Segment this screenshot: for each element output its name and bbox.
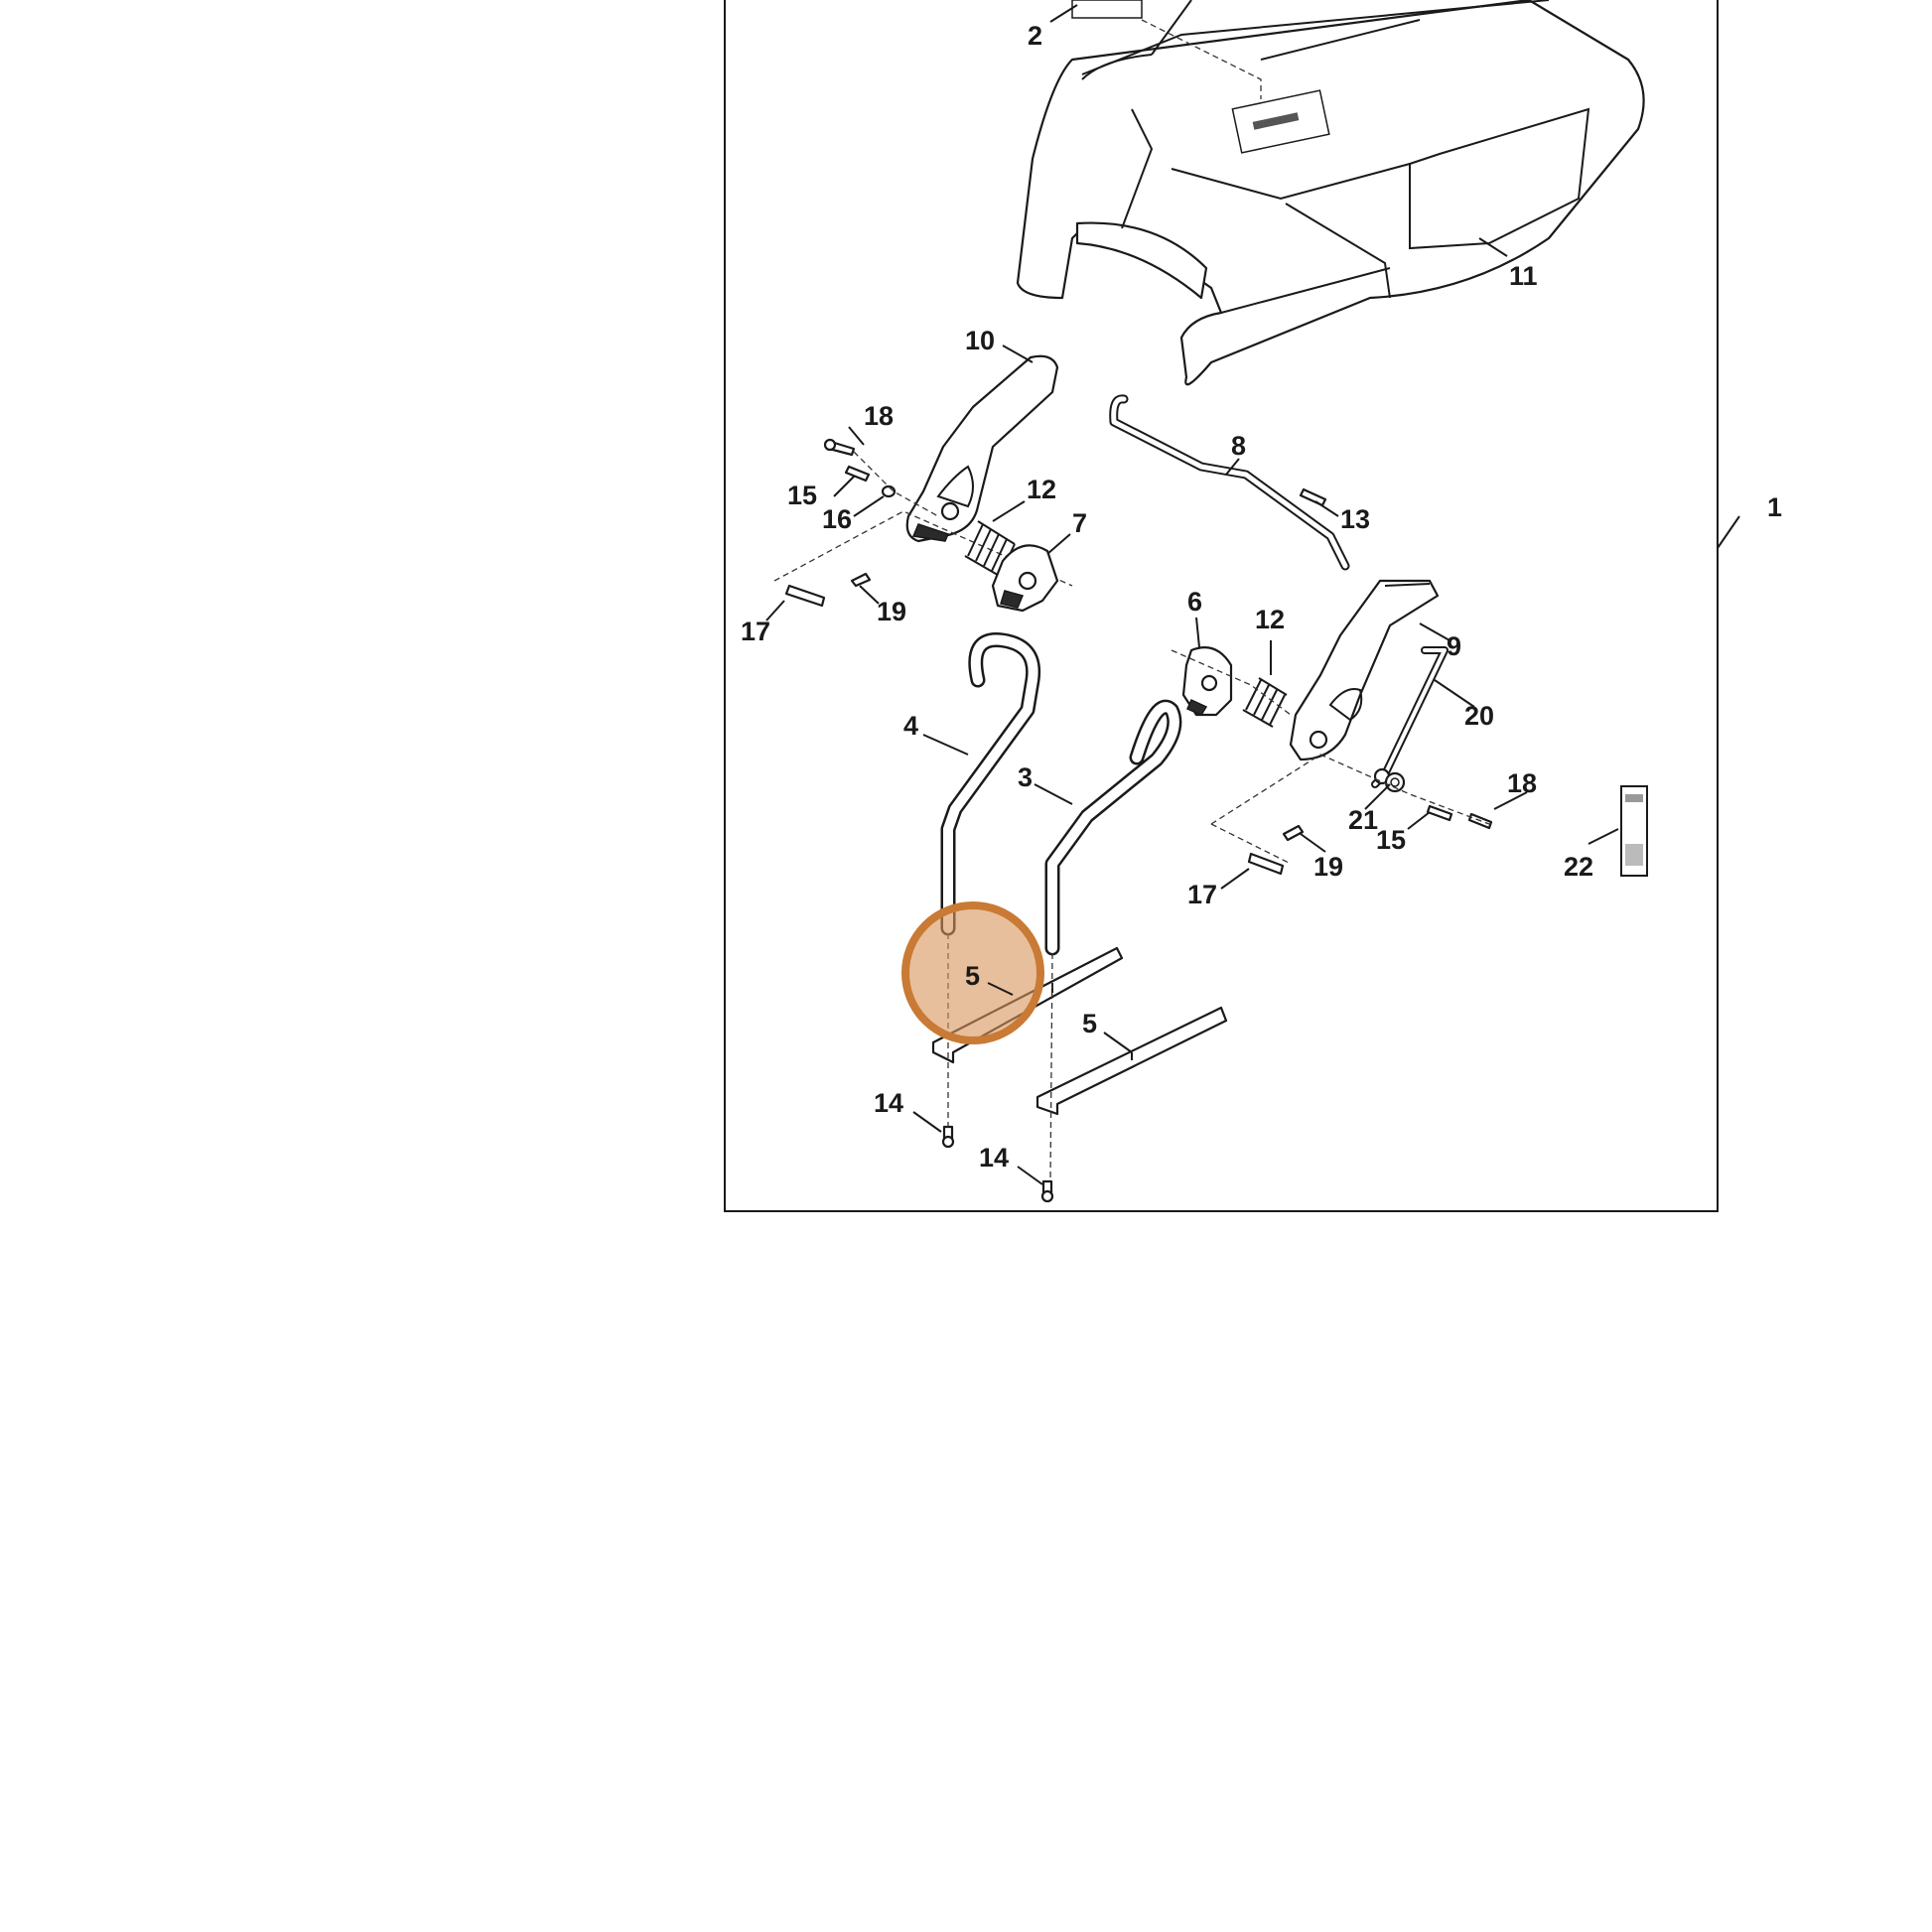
callout-15-right: 15 <box>1376 825 1406 855</box>
pin-part-13 <box>1299 487 1327 507</box>
cover-part-11 <box>1016 0 1645 386</box>
handle-part-4 <box>940 632 1041 936</box>
callout-21: 21 <box>1348 805 1378 835</box>
callout-8: 8 <box>1231 431 1246 461</box>
callout-3: 3 <box>1018 762 1033 792</box>
callout-19-right: 19 <box>1313 852 1343 882</box>
callout-labels: 2 11 10 1 18 15 16 12 7 8 13 17 19 6 12 … <box>741 21 1782 1173</box>
callout-6: 6 <box>1187 587 1202 617</box>
wire-part-8 <box>1109 394 1350 571</box>
screw-part-14-right <box>1040 1179 1054 1203</box>
highlight-marker[interactable] <box>901 901 1044 1044</box>
label-card-part-22 <box>1620 785 1648 877</box>
callout-16: 16 <box>822 504 852 534</box>
callout-10: 10 <box>965 326 995 355</box>
callout-18-right: 18 <box>1507 768 1537 798</box>
callout-4: 4 <box>903 711 918 741</box>
callout-19-left: 19 <box>877 597 906 626</box>
callout-5-lower: 5 <box>1082 1009 1097 1038</box>
assembly-frame <box>724 0 1719 1212</box>
hardware-right <box>1247 804 1493 876</box>
callout-13: 13 <box>1340 504 1370 534</box>
callout-14-left: 14 <box>874 1088 903 1118</box>
callout-7: 7 <box>1072 508 1087 538</box>
leader-lines <box>765 4 1740 1185</box>
cam-part-6 <box>1181 646 1233 717</box>
label-part-2 <box>1071 0 1143 19</box>
callout-9: 9 <box>1447 631 1461 661</box>
callout-5-highlighted: 5 <box>965 961 980 991</box>
callout-2: 2 <box>1028 21 1042 51</box>
callout-20: 20 <box>1464 701 1494 731</box>
screw-part-14-left <box>941 1125 955 1149</box>
callout-22: 22 <box>1564 852 1593 882</box>
cam-part-7 <box>991 544 1059 613</box>
hardware-left <box>784 438 897 608</box>
callout-17-right: 17 <box>1187 880 1217 909</box>
handle-part-3 <box>1044 699 1182 956</box>
lever-part-10 <box>905 354 1059 543</box>
callout-18-left: 18 <box>864 401 894 431</box>
callout-11: 11 <box>1509 261 1538 291</box>
callout-15-left: 15 <box>787 481 817 510</box>
bar-part-5-lower <box>1035 1006 1228 1116</box>
spring-rod-part-20 <box>1371 646 1449 788</box>
spring-part-12-right <box>1242 677 1288 728</box>
callout-17-left: 17 <box>741 617 770 646</box>
lever-part-9 <box>1289 579 1440 761</box>
callout-12-right: 12 <box>1255 605 1285 634</box>
callout-14-right: 14 <box>979 1143 1009 1173</box>
callout-12-left: 12 <box>1027 475 1056 504</box>
callout-1: 1 <box>1767 492 1782 522</box>
